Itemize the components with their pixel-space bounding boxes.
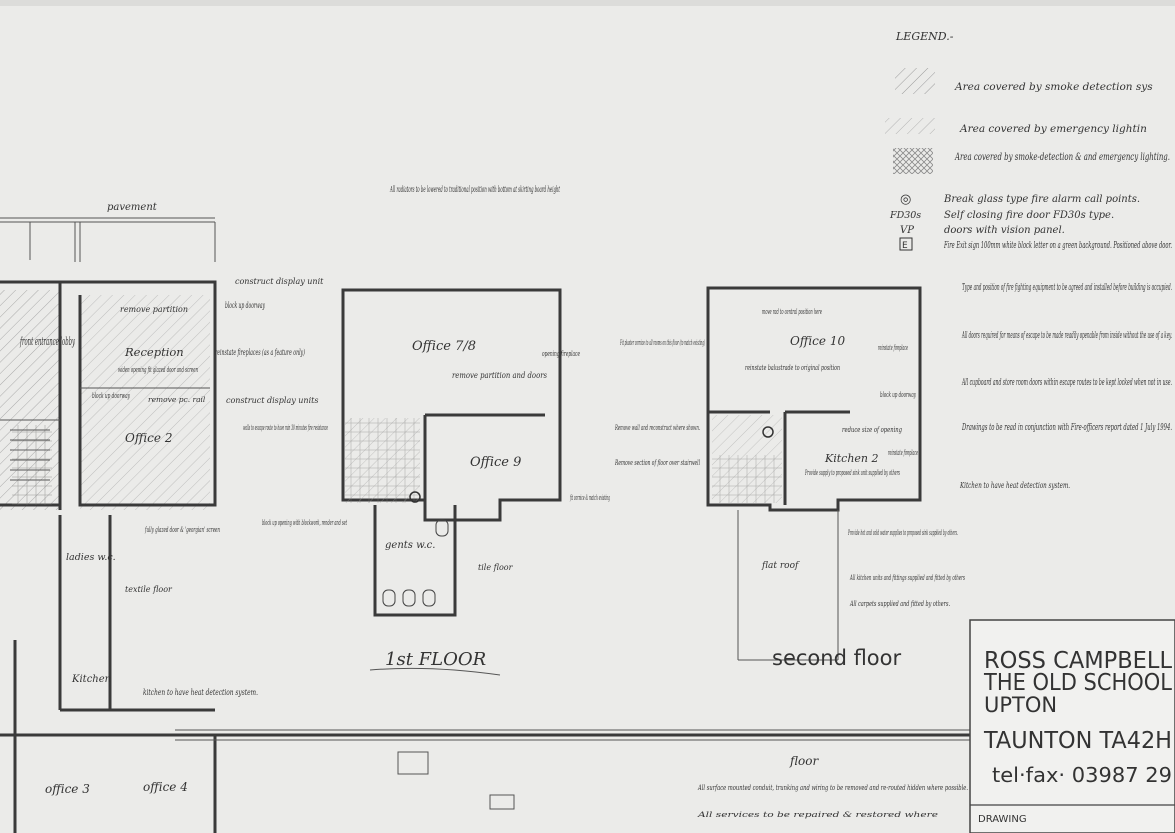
- legend-item-0: Area covered by smoke detection sys: [954, 81, 1153, 93]
- first-floor-label: 1st FLOOR: [385, 649, 486, 670]
- note-remove-partition: remove partition: [120, 305, 188, 314]
- note-reduce-opening: reduce size of opening: [842, 426, 902, 434]
- note-textile-floor: textile floor: [125, 585, 173, 594]
- toilet-icon: [402, 589, 416, 607]
- toilet-icon: [435, 519, 449, 537]
- note-construct-display-unit: construct display unit: [235, 277, 324, 286]
- legend-title: LEGEND.-: [895, 30, 954, 43]
- note-widen-opening: widen opening fit glazed door and screen: [118, 365, 198, 374]
- note-remove-pc-rail: remove pc. rail: [148, 395, 206, 404]
- legend-symbol-fd30s: FD30s: [889, 210, 921, 221]
- note-remove-wall: Remove wall and reconstruct where shown.: [614, 423, 700, 432]
- title-address-2: UPTON: [984, 693, 1057, 717]
- note-opening-fireplace: opening fireplace: [542, 350, 580, 358]
- room-office-3: office 3: [45, 782, 90, 796]
- legend: LEGEND.- Area covered by smoke detection…: [885, 30, 1172, 433]
- toilet-icon: [422, 589, 436, 607]
- second-floor-plan: move rad to central position here Office…: [614, 286, 1070, 670]
- legend-swatch-emergency: [885, 118, 935, 134]
- note-flat-roof: flat roof: [761, 561, 800, 571]
- legend-item-6: Fire Exit sign 100mm white block letter …: [943, 240, 1172, 251]
- lower-plan: floor All surface mounted conduit, trunk…: [175, 729, 975, 819]
- room-office-4: office 4: [143, 780, 188, 794]
- note-block-up-opening: block up opening with blockwork, render …: [262, 518, 347, 527]
- note-reinstate-fireplace-2: reinstate fireplace: [888, 449, 918, 457]
- room-office-9: Office 9: [470, 455, 521, 470]
- legend-item-3: Break glass type fire alarm call points.: [943, 194, 1140, 205]
- call-point-icon: [409, 491, 421, 503]
- smoke-detection-area: [345, 418, 420, 503]
- title-client: ROSS CAMPBELL: [984, 648, 1172, 674]
- note-kitchen-heat-detection: Kitchen to have heat detection system.: [959, 481, 1070, 490]
- note-kitchen-units: All kitchen units and fittings supplied …: [849, 573, 965, 582]
- room-kitchen-2: Kitchen 2: [824, 452, 879, 465]
- room-ladies-wc: ladies w.c.: [66, 552, 116, 563]
- legend-swatch-smoke: [895, 68, 935, 94]
- note-hot-cold-water: Provide hot and cold water supplies to p…: [848, 529, 958, 537]
- note-reinstate-fireplaces: reinstate fireplaces (as a feature only): [215, 348, 305, 357]
- legend-swatch-both: [893, 148, 933, 174]
- room-kitchen: Kitchen: [71, 674, 111, 685]
- room-gents-wc: gents w.c.: [385, 540, 435, 551]
- window-icon: [489, 794, 515, 810]
- stairs: [12, 425, 52, 505]
- window-icon: [397, 751, 429, 775]
- call-point-icon: [762, 426, 774, 438]
- note-reinstate-balustrade: reinstate balustrade to original positio…: [745, 364, 840, 372]
- legend-note-1: All doors required for means of escape t…: [962, 330, 1172, 341]
- note-fit-plaster-cornice: Fit plaster cornice to all rooms on this…: [620, 338, 705, 347]
- ground-floor-plan: pavement front entrance lobby Reception …: [0, 202, 975, 833]
- smoke-detection-area: [712, 415, 782, 503]
- title-drawing: DRAWING: [978, 814, 1027, 825]
- lower-note-0: All surface mounted conduit, trunking an…: [697, 783, 968, 792]
- legend-item-2: Area covered by smoke-detection & and em…: [954, 152, 1170, 163]
- room-office-2: Office 2: [125, 431, 172, 445]
- room-reception: Reception: [124, 345, 184, 359]
- note-block-up-doorway: block up doorway: [225, 301, 265, 310]
- note-provide-supply: Provide supply to proposed sink unit sup…: [805, 469, 901, 477]
- legend-item-5: doors with vision panel.: [944, 225, 1065, 236]
- note-remove-partition-doors: remove partition and doors: [452, 371, 547, 380]
- note-kitchen-heat-detection: kitchen to have heat detection system.: [143, 688, 258, 697]
- legend-symbol-vp: VP: [900, 225, 914, 236]
- room-front-entrance-lobby: front entrance lobby: [20, 335, 76, 348]
- note-construct-display-units: construct display units: [226, 396, 318, 405]
- note-escape-walls: walls to escape route to have min 30 min…: [243, 423, 328, 432]
- lower-floor-label: floor: [789, 754, 819, 768]
- note-tile-floor: tile floor: [478, 563, 514, 572]
- toilet-icon: [382, 589, 396, 607]
- room-office-7-8: Office 7/8: [412, 339, 476, 354]
- legend-symbol-e: E: [902, 241, 908, 251]
- pavement-label: pavement: [107, 202, 158, 213]
- legend-item-1: Area covered by emergency lightin: [959, 123, 1147, 135]
- note-remove-floor-section: Remove section of floor over stairwell: [614, 458, 700, 467]
- fire-exit-sign-icon: [899, 237, 913, 251]
- title-block: ROSS CAMPBELL THE OLD SCHOOL UPTON TAUNT…: [969, 619, 1175, 833]
- room-office-10: Office 10: [790, 334, 845, 348]
- smoke-detection-area: [80, 295, 210, 510]
- note-reinstate-fireplace: reinstate fireplace: [878, 344, 908, 352]
- lower-note-1: All services to be repaired & restored w…: [697, 810, 939, 819]
- title-address-3: TAUNTON TA42H: [983, 728, 1172, 754]
- legend-note-3: Drawings to be read in conjunction with …: [961, 422, 1172, 433]
- first-floor-plan: All radiators to be lowered to tradition…: [243, 185, 611, 676]
- call-point-icon: ◎: [900, 192, 911, 207]
- title-address-1: THE OLD SCHOOL: [983, 670, 1172, 696]
- note-radiators: All radiators to be lowered to tradition…: [390, 185, 561, 194]
- note-glazed-door: fully glazed door & 'georgian' screen: [144, 525, 220, 534]
- second-floor-label: second floor: [772, 646, 901, 670]
- legend-note-0: Type and position of fire fighting equip…: [962, 282, 1172, 293]
- note-move-rad: move rad to central position here: [762, 308, 822, 316]
- legend-item-4: Self closing fire door FD30s type.: [944, 210, 1114, 221]
- note-block-up-doorway: block up doorway: [880, 391, 917, 399]
- note-fit-cornice: fit cornice & match existing: [570, 494, 611, 502]
- note-block-up-doorway-2: block up doorway: [92, 391, 130, 400]
- title-block-frame: [969, 619, 1175, 833]
- legend-note-2: All cupboard and store room doors within…: [962, 377, 1172, 388]
- note-carpets: All carpets supplied and fitted by other…: [849, 599, 950, 608]
- title-tel: tel·fax· 03987 29: [992, 763, 1172, 787]
